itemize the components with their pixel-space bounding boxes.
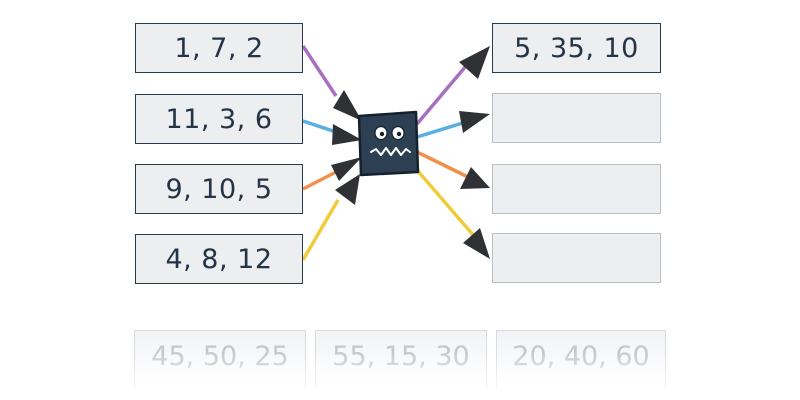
machine-monster-icon	[357, 110, 420, 177]
wire-out-2	[416, 120, 467, 139]
wire-in-3	[302, 170, 337, 191]
arrowhead-icon	[332, 124, 362, 145]
wire-out-3	[416, 150, 469, 179]
wire-out-4	[415, 168, 476, 238]
wire-in-2	[302, 119, 337, 134]
queued-batch-2: 55, 15, 30	[315, 330, 487, 390]
input-values: 1, 7, 2	[174, 32, 264, 64]
queued-values: 55, 15, 30	[332, 341, 470, 372]
queued-batch-3: 20, 40, 60	[496, 330, 666, 390]
input-values: 9, 10, 5	[165, 173, 273, 205]
input-values: 11, 3, 6	[165, 103, 273, 135]
arrowhead-icon	[333, 90, 362, 121]
queued-batch-1: 45, 50, 25	[134, 330, 306, 390]
arrowhead-icon	[459, 46, 490, 79]
arrowhead-icon	[463, 228, 490, 259]
queued-values: 45, 50, 25	[151, 341, 289, 372]
output-box-3	[492, 164, 661, 214]
input-values: 4, 8, 12	[165, 243, 273, 275]
input-box-1: 1, 7, 2	[135, 23, 303, 73]
output-values: 5, 35, 10	[514, 32, 639, 64]
arrowhead-icon	[460, 167, 490, 189]
arrowhead-icon	[335, 174, 360, 205]
queued-batches: 45, 50, 25 55, 15, 30 20, 40, 60	[0, 322, 800, 400]
arrowhead-icon	[459, 111, 490, 133]
input-box-4: 4, 8, 12	[135, 234, 303, 284]
input-box-3: 9, 10, 5	[135, 164, 303, 214]
arrowhead-icon	[331, 157, 362, 181]
output-box-1: 5, 35, 10	[492, 23, 661, 73]
queued-values: 20, 40, 60	[512, 341, 650, 372]
wire-in-4	[301, 199, 340, 261]
wire-out-1	[415, 64, 468, 126]
wire-in-1	[301, 45, 338, 97]
output-box-2	[492, 93, 661, 143]
output-box-4	[492, 233, 661, 283]
input-box-2: 11, 3, 6	[135, 94, 303, 144]
